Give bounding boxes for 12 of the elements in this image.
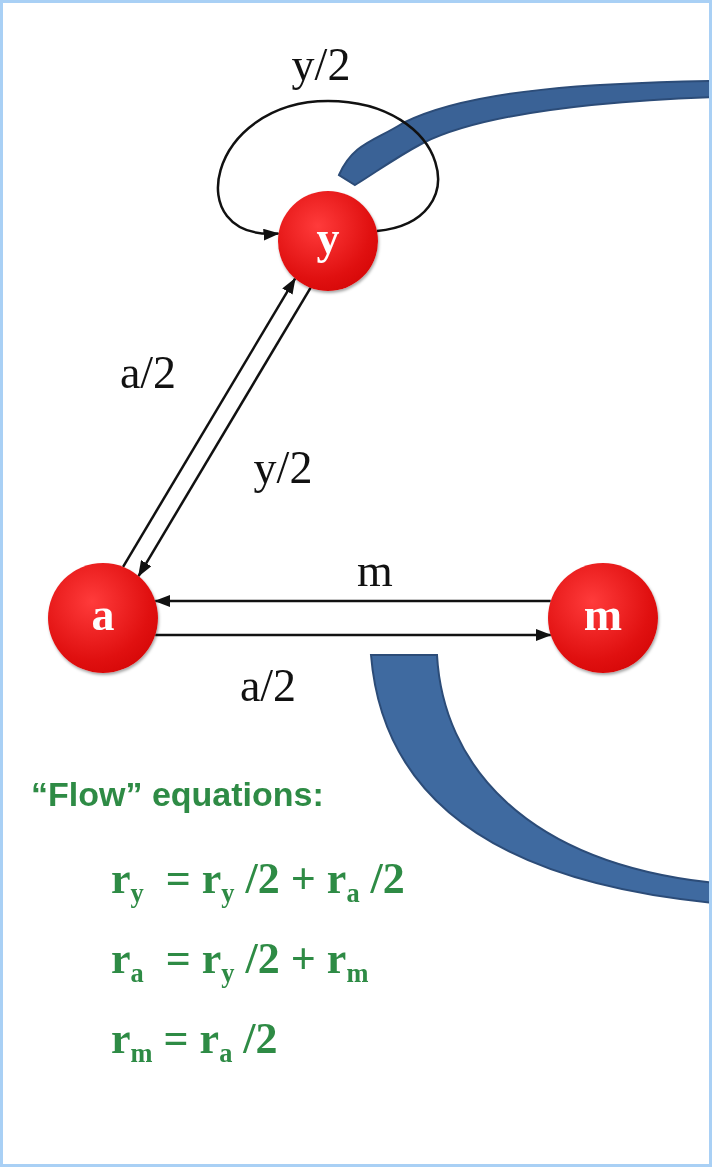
arrow [137, 287, 312, 577]
arrow [122, 277, 297, 568]
heading: “Flow” equations: [31, 775, 324, 814]
equation: r$_{y}$ = r$_{y}$ /2 + r$_{a}$ /2 [111, 853, 405, 910]
node-label: y [316, 215, 340, 261]
arrow [154, 595, 551, 607]
arrow [216, 99, 440, 239]
node-label: a [91, 592, 115, 638]
node-label: m [583, 592, 623, 638]
equation: r$_{a}$ = r$_{y}$ /2 + r$_{m}$ [111, 933, 369, 990]
arrow [155, 629, 552, 641]
equation: r$_{m}$ = r$_{a}$ /2 [111, 1013, 278, 1070]
